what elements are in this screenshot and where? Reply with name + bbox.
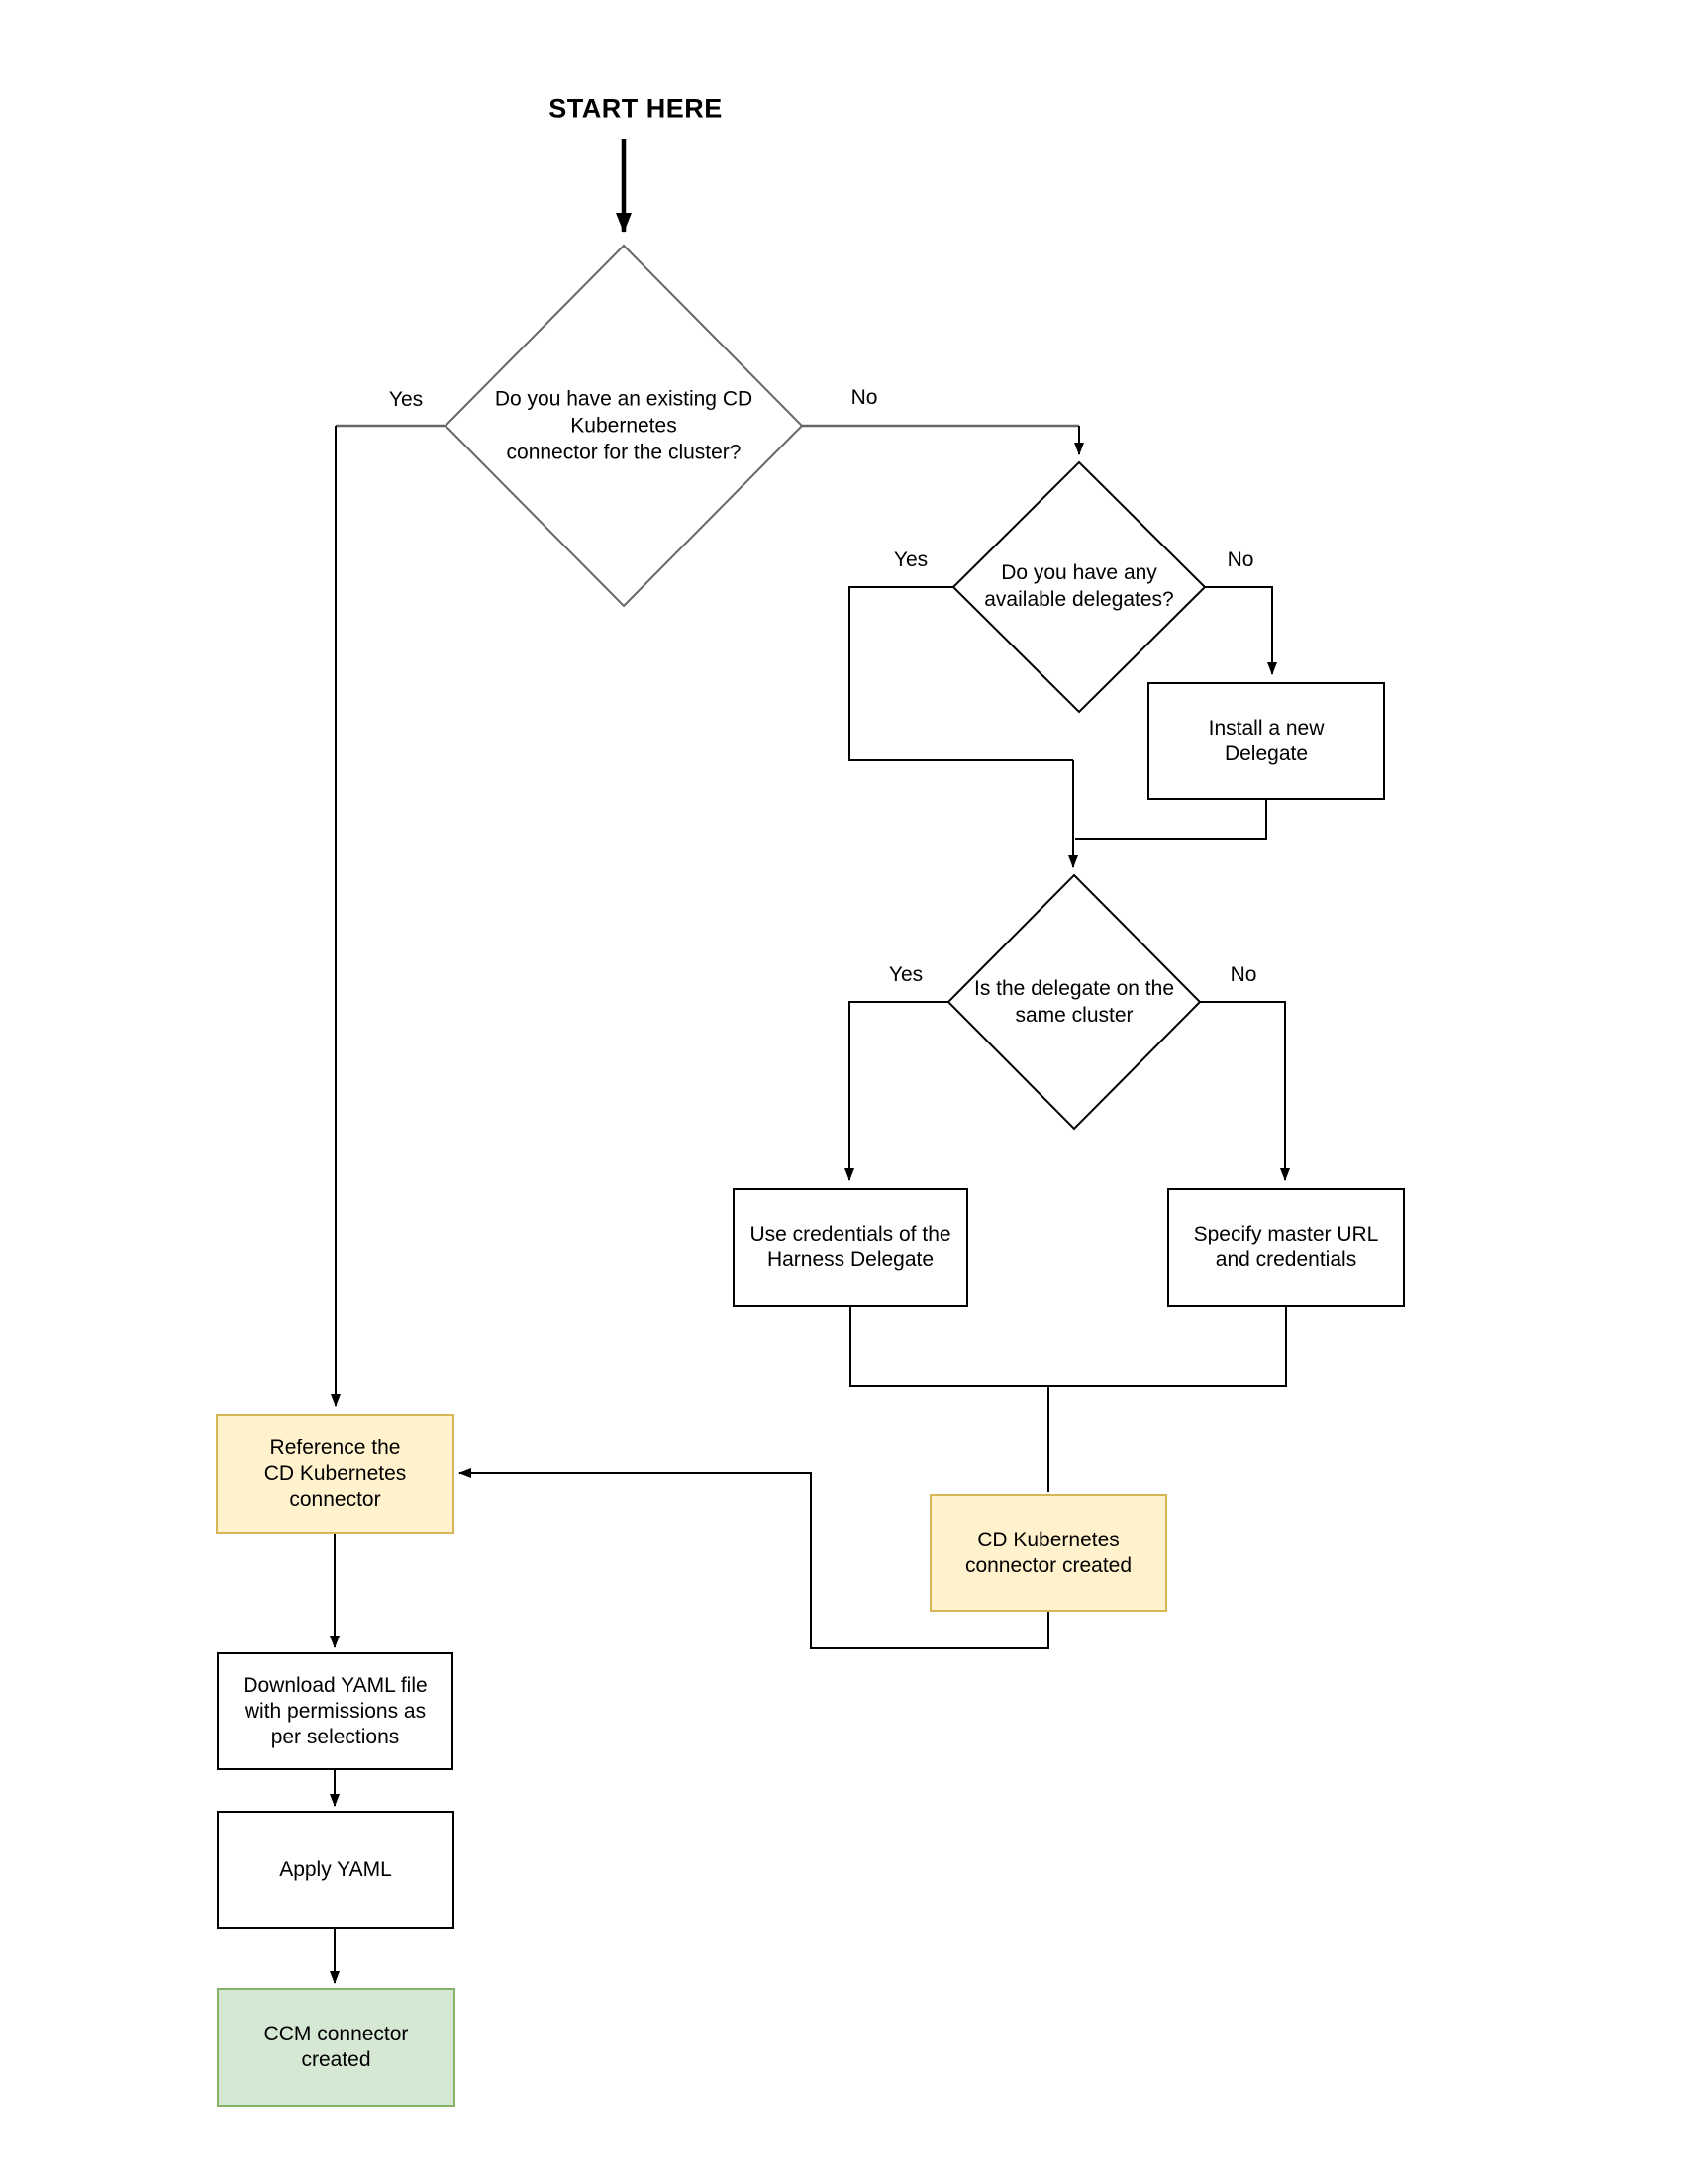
decision-same-cluster-diamond [946, 873, 1202, 1131]
use-credentials-node: Use credentials of the Harness Delegate [733, 1188, 968, 1307]
edge-label-no-same-cluster: No [1230, 963, 1257, 986]
decision-existing-connector-diamond [444, 244, 804, 608]
decision-available-delegates-diamond [951, 460, 1207, 714]
edge-yes3-to-use-credentials [844, 1001, 948, 1181]
edge-label-yes-same-cluster: Yes [888, 963, 924, 986]
edge-no2-to-install-delegate [1205, 586, 1277, 675]
apply-yaml-node: Apply YAML [217, 1811, 454, 1929]
reference-connector-node: Reference the CD Kubernetes connector [216, 1414, 454, 1534]
start-here-title: START HERE [548, 93, 723, 124]
edge-label-yes-existing: Yes [388, 388, 424, 411]
ccm-connector-created-node: CCM connector created [217, 1988, 455, 2107]
specify-master-url-node: Specify master URL and credentials [1167, 1188, 1405, 1307]
install-delegate-node: Install a new Delegate [1147, 682, 1385, 800]
edge-label-yes-delegates: Yes [893, 548, 929, 571]
edge-use-credentials-merge [849, 1307, 1048, 1387]
edge-install-delegate-merge [1075, 800, 1267, 840]
edge-specify-master-url-merge [1048, 1307, 1287, 1387]
edge-label-no-delegates: No [1227, 548, 1254, 571]
cd-connector-created-node: CD Kubernetes connector created [930, 1494, 1167, 1612]
edge-cd-connector-to-reference [458, 1468, 1049, 1649]
edge-label-no-existing: No [850, 386, 878, 409]
download-yaml-node: Download YAML file with permissions as p… [217, 1652, 453, 1770]
edge-no3-to-specify-master-url [1200, 1001, 1290, 1181]
edge-yes2-merge [848, 586, 1073, 761]
decision-available-delegates-label: Do you have any available delegates? [984, 561, 1174, 611]
decision-same-cluster-label: Is the delegate on the same cluster [974, 977, 1174, 1027]
decision-existing-connector-label: Do you have an existing CD Kubernetes co… [494, 387, 753, 464]
